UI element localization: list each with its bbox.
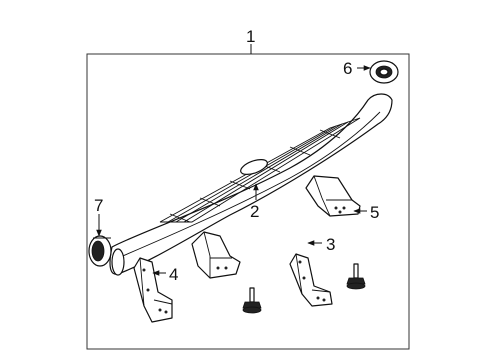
callout-4: 4 xyxy=(169,265,178,284)
callout-3: 3 xyxy=(326,235,335,254)
bolt-left xyxy=(242,287,262,314)
bracket-4 xyxy=(133,257,173,323)
bolt-right xyxy=(346,263,366,290)
bracket-3 xyxy=(289,253,333,307)
running-board xyxy=(109,93,393,276)
callout-6: 6 xyxy=(343,59,352,78)
bracket-5 xyxy=(305,175,361,217)
callout-7: 7 xyxy=(94,196,103,215)
end-cap-rear xyxy=(369,60,399,84)
callout-1: 1 xyxy=(246,27,255,46)
bracket-middle xyxy=(191,231,241,279)
end-cap-front xyxy=(88,235,112,267)
diagram-frame xyxy=(86,53,410,350)
callout-2: 2 xyxy=(250,202,259,221)
callout-5: 5 xyxy=(370,203,379,222)
